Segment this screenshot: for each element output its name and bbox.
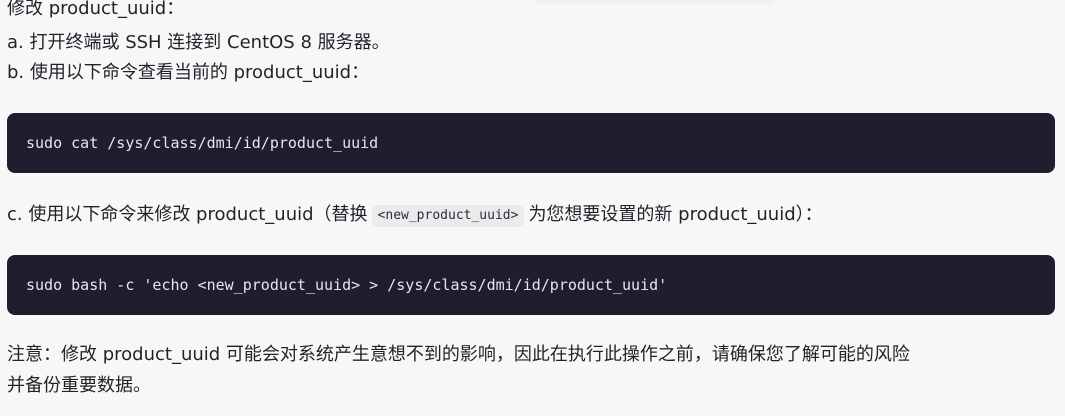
- step-c-text: c. 使用以下命令来修改 product_uuid（替换<new_product…: [7, 204, 823, 227]
- step-c-prefix: c. 使用以下命令来修改 product_uuid（替换: [7, 204, 368, 225]
- note-text-line-2: 并备份重要数据。: [7, 375, 151, 396]
- inline-code-new-uuid: <new_product_uuid>: [371, 205, 525, 227]
- step-a-text: a. 打开终端或 SSH 连接到 CentOS 8 服务器。: [7, 32, 390, 53]
- code-text-view-uuid[interactable]: sudo cat /sys/class/dmi/id/product_uuid: [26, 134, 379, 152]
- code-text-set-uuid[interactable]: sudo bash -c 'echo <new_product_uuid> > …: [26, 276, 668, 294]
- heading-line: 修改 product_uuid：: [7, 0, 185, 19]
- note-text-line-1: 注意：修改 product_uuid 可能会对系统产生意想不到的影响，因此在执行…: [7, 344, 910, 365]
- code-block-view-uuid[interactable]: sudo cat /sys/class/dmi/id/product_uuid: [7, 113, 1055, 173]
- step-c-suffix: 为您想要设置的新 product_uuid）：: [528, 204, 823, 225]
- code-block-set-uuid[interactable]: sudo bash -c 'echo <new_product_uuid> > …: [7, 255, 1055, 315]
- step-b-text: b. 使用以下命令查看当前的 product_uuid：: [7, 62, 370, 83]
